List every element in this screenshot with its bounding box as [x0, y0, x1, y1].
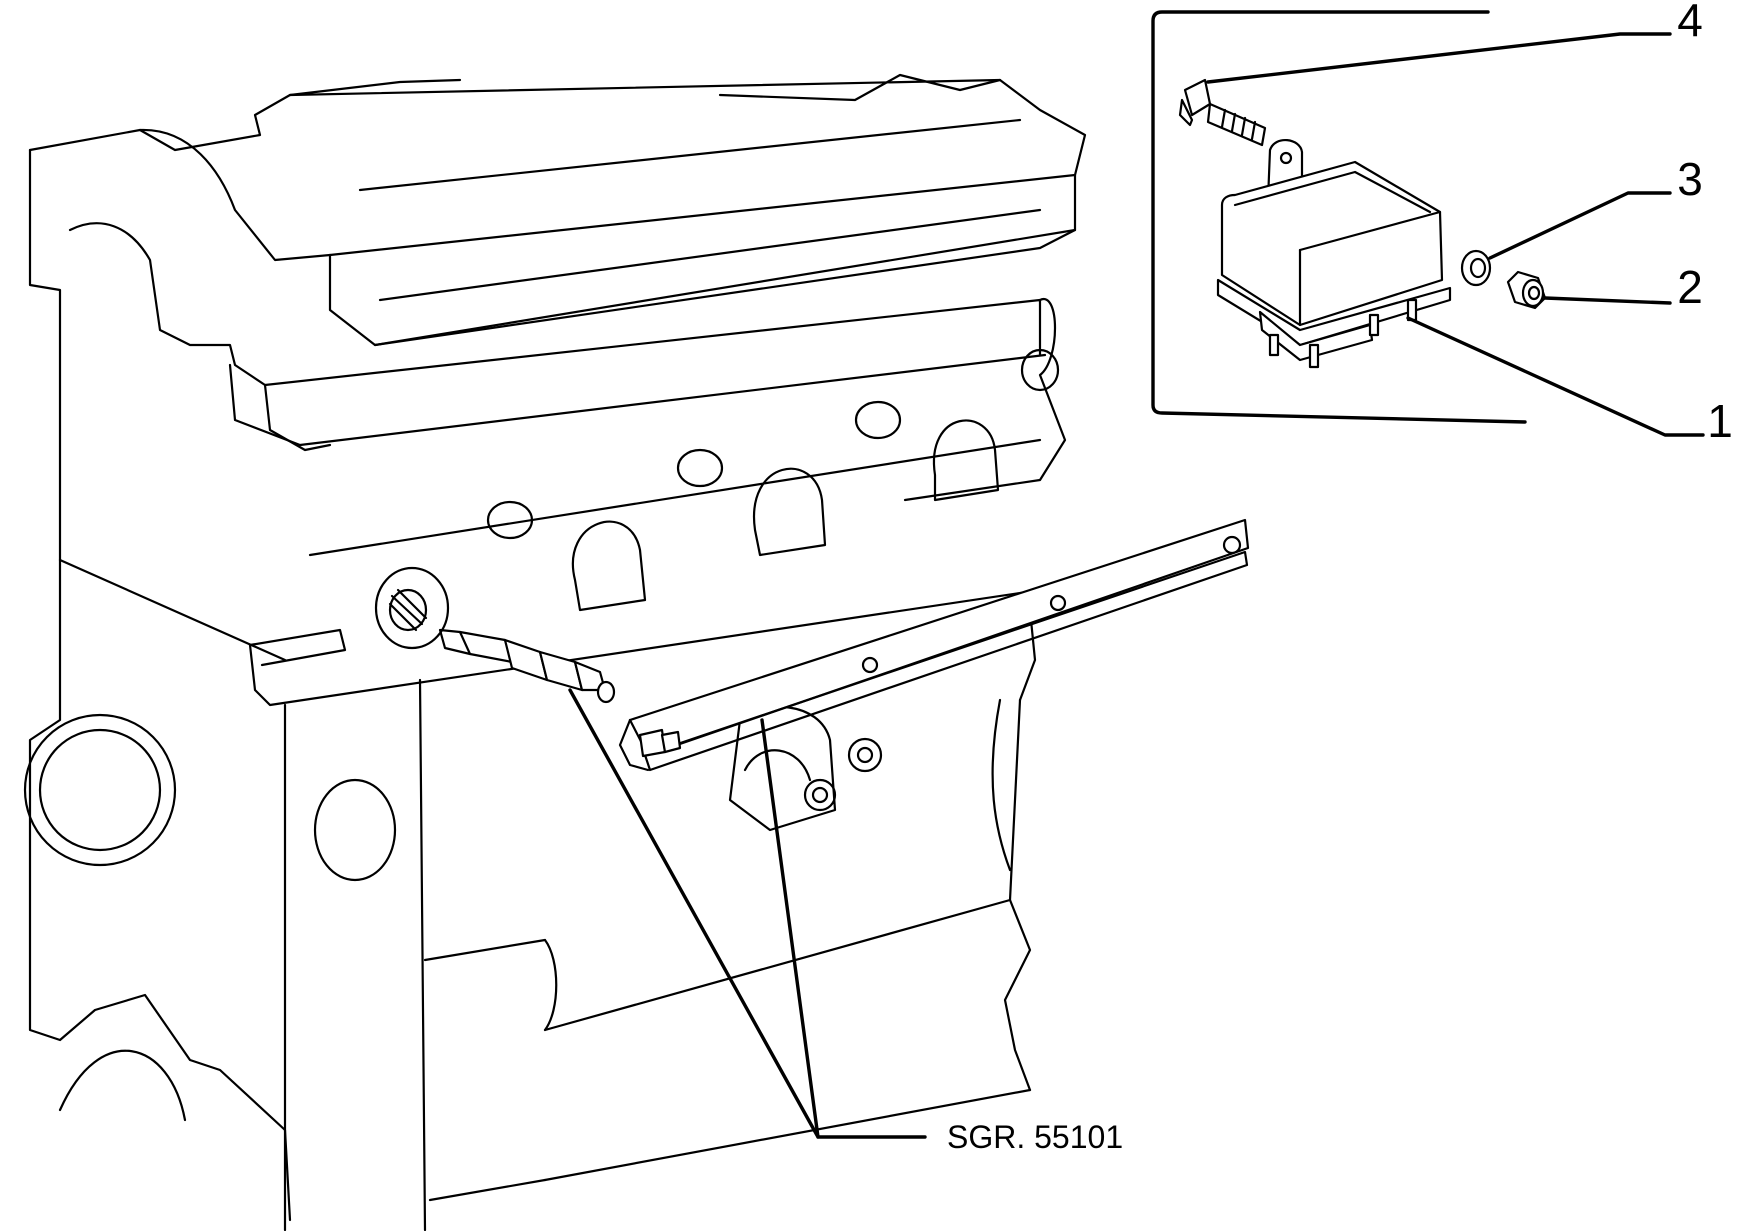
engine-block-drawing [23, 73, 1087, 1231]
callout-label-4: 4 [1677, 0, 1703, 46]
callout-label-3: 3 [1677, 153, 1703, 205]
bracket-bar-drawing [618, 518, 1250, 772]
relay-inset [1151, 10, 1705, 437]
nut-part-2 [1506, 270, 1547, 310]
reference-leader [568, 688, 927, 1139]
callout-label-2: 2 [1677, 261, 1703, 313]
washer-part-3 [1460, 249, 1492, 287]
bolt-part-4 [1178, 78, 1267, 147]
glow-plug-drawing [438, 628, 616, 704]
relay-box-part-1 [1216, 139, 1452, 369]
reference-label: SGR. 55101 [947, 1119, 1123, 1155]
callout-label-1: 1 [1707, 395, 1733, 447]
